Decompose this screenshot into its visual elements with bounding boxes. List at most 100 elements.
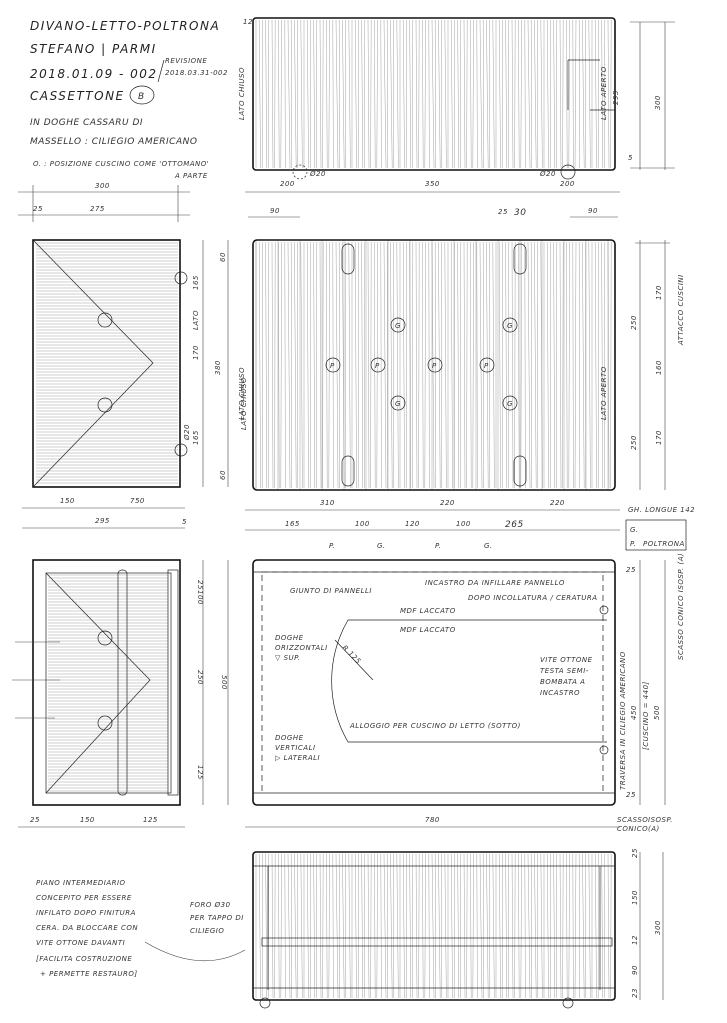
grain-line	[367, 241, 370, 489]
grain-line	[390, 853, 393, 999]
circle-label: P	[330, 362, 335, 370]
grain-line	[476, 241, 478, 489]
grain-line	[505, 241, 507, 489]
attachment-label: ATTACCO CUSCINI	[677, 274, 685, 346]
grain-line	[342, 19, 345, 169]
grain-line	[313, 853, 315, 999]
grain-line	[409, 19, 411, 169]
cushion-label: ALLOGGIO PER CUSCINO DI LETTO (SOTTO)	[349, 722, 521, 730]
grain-line	[582, 241, 585, 489]
dim-label: 125	[143, 816, 158, 824]
grain-line	[486, 241, 489, 489]
grain-line	[559, 853, 562, 999]
grain-line	[274, 19, 276, 169]
dim-label: 25	[626, 566, 636, 574]
dim-label: 90	[588, 207, 598, 215]
scasso-label: SCASSO	[617, 816, 648, 824]
dim-label: 220	[550, 499, 565, 507]
note-line2: A PARTE	[174, 172, 208, 180]
grain-line	[287, 241, 291, 489]
grain-line	[457, 853, 459, 999]
groove-label: INCASTRO DA INFILLARE PANNELLO	[425, 579, 565, 587]
grain-line	[559, 241, 562, 489]
grain-line	[335, 19, 339, 169]
grain-line	[520, 19, 522, 169]
grain-line	[505, 19, 507, 169]
grain-line	[534, 241, 537, 489]
view-side-top: 165 170 165 60 60 380 LATO Ø20 LATO CHIU…	[22, 239, 248, 529]
grain-line	[294, 19, 297, 169]
grain-line	[463, 241, 466, 489]
section-note: [FACILITA COSTRUZIONE	[36, 955, 132, 963]
dim-label: 295	[95, 517, 110, 525]
dim-label: 750	[130, 497, 145, 505]
grain-line	[601, 241, 603, 489]
grain-line	[322, 19, 324, 169]
grain-line	[300, 19, 303, 169]
grain-line	[466, 19, 468, 169]
grain-line	[470, 241, 472, 489]
side-label: LATO CHIUSO	[240, 377, 248, 430]
dim-label: 250	[196, 670, 204, 685]
slot	[341, 243, 355, 275]
dim-label: 300	[654, 95, 662, 110]
grain-line	[574, 19, 577, 169]
cushion-attachment-circle	[502, 317, 518, 333]
dim-label: 150	[60, 497, 75, 505]
dim-label: LATO	[192, 310, 200, 330]
grain-line	[553, 19, 555, 169]
grain-line	[568, 19, 570, 169]
grain-line	[466, 241, 468, 489]
grain-line	[444, 19, 447, 169]
dim-label: 25	[631, 848, 639, 858]
item-badge: B	[138, 92, 145, 102]
grain-line	[470, 853, 472, 999]
dim-label: 12	[631, 935, 639, 945]
grain-line	[572, 241, 574, 489]
grain-line	[553, 853, 555, 999]
grain-line	[274, 853, 276, 999]
grain-line	[380, 853, 382, 999]
dim-label: 310	[320, 499, 335, 507]
grain-line	[438, 853, 441, 999]
grain-line	[380, 19, 382, 169]
dim-label: 450	[630, 705, 638, 720]
mdf-label: MDF LACCATO	[400, 607, 456, 615]
grain-line	[376, 853, 378, 999]
marker: P.	[329, 542, 335, 550]
grain-line	[514, 241, 516, 489]
dim-label: 150	[80, 816, 95, 824]
dim-label: 160	[655, 360, 663, 375]
grain-line	[607, 853, 610, 999]
marker: G.	[377, 542, 386, 550]
grain-line	[278, 853, 280, 999]
dim-label: 200	[280, 180, 295, 188]
screw-label: TESTA SEMI-	[540, 667, 589, 675]
grain-line	[415, 853, 418, 999]
marker: G.	[484, 542, 493, 550]
grain-line	[511, 853, 514, 999]
dim-label: 500	[653, 705, 661, 720]
grain-line	[451, 853, 453, 999]
dim-label: 25	[498, 208, 508, 216]
dim-label: 60	[219, 470, 227, 480]
circle-label: G	[395, 400, 401, 408]
dim-label: 25	[626, 791, 636, 799]
dim-label: 23	[631, 988, 639, 998]
cushion-attachment-circle	[427, 357, 443, 373]
title-block: DIVANO-LETTO-POLTRONA STEFANO | PARMI 20…	[30, 19, 228, 180]
marker: P.	[435, 542, 441, 550]
grain-line	[424, 853, 426, 999]
grain-line	[431, 241, 435, 489]
grain-line	[319, 241, 322, 489]
grain-line	[444, 241, 447, 489]
grain-line	[265, 853, 267, 999]
circle-label: P	[484, 362, 489, 370]
dim-label: 350	[425, 180, 440, 188]
grain-line	[457, 241, 459, 489]
grain-line	[607, 19, 610, 169]
grain-line	[486, 853, 489, 999]
grain-line	[361, 241, 363, 489]
grain-line	[562, 853, 564, 999]
legend-box	[625, 519, 687, 551]
